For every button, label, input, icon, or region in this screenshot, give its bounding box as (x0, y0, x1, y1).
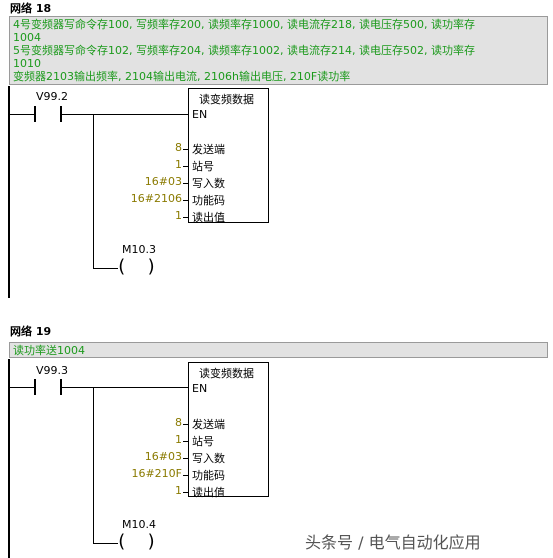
pin-value[interactable]: 16#2106 (130, 192, 182, 205)
pin-value[interactable]: 1 (175, 433, 182, 446)
pin-value[interactable]: 16#03 (144, 450, 182, 463)
pin-name: 站号 (192, 160, 214, 173)
network-19-comment[interactable]: 读功率送1004 (9, 342, 548, 358)
coil-left-paren[interactable]: ( (116, 256, 127, 277)
wire (62, 114, 188, 115)
pin-stub (183, 441, 188, 442)
pin-stub (183, 166, 188, 167)
coil-right-paren[interactable]: ) (146, 256, 157, 277)
wire (10, 387, 34, 388)
pin-stub (183, 475, 188, 476)
pin-stub (183, 458, 188, 459)
coil-address[interactable]: M10.4 (122, 518, 156, 531)
comment-line: 读功率送1004 (13, 344, 85, 357)
contact-right-bar[interactable] (60, 379, 62, 395)
en-pin[interactable]: EN (192, 382, 208, 395)
comment-line: 变频器2103输出频率, 2104输出电流, 2106h输出电压, 210F读功… (13, 70, 351, 83)
contact-left-bar[interactable] (34, 379, 36, 395)
pin-name: 读出值 (192, 486, 225, 499)
wire (93, 268, 118, 269)
power-rail (8, 359, 10, 558)
pin-name: 功能码 (192, 194, 225, 207)
comment-line: 1010 (13, 57, 41, 70)
en-pin[interactable]: EN (192, 108, 208, 121)
coil-address[interactable]: M10.3 (122, 243, 156, 256)
contact-right-bar[interactable] (60, 106, 62, 122)
pin-value[interactable]: 8 (175, 416, 182, 429)
pin-name: 功能码 (192, 469, 225, 482)
coil-right-paren[interactable]: ) (146, 531, 157, 552)
pin-stub (183, 183, 188, 184)
pin-value[interactable]: 1 (175, 158, 182, 171)
contact-address[interactable]: V99.3 (36, 364, 69, 377)
pin-value[interactable]: 1 (175, 484, 182, 497)
pin-name: 发送端 (192, 418, 225, 431)
wire (62, 387, 188, 388)
comment-line: 1004 (13, 31, 41, 44)
pin-name: 读出值 (192, 211, 225, 224)
comment-line: 5号变频器写命令存102, 写频率存204, 读频率存1002, 读电流存214… (13, 44, 475, 57)
read-vfd-block[interactable] (188, 362, 269, 497)
contact-address[interactable]: V99.2 (36, 90, 69, 103)
wire (10, 114, 34, 115)
pin-stub (183, 217, 188, 218)
pin-stub (183, 200, 188, 201)
pin-stub (183, 492, 188, 493)
pin-name: 写入数 (192, 452, 225, 465)
pin-value[interactable]: 16#210F (131, 467, 182, 480)
branch-wire (93, 387, 94, 544)
comment-line: 4号变频器写命令存100, 写频率存200, 读频率存1000, 读电流存218… (13, 18, 475, 31)
network-18-title[interactable]: 网络 18 (10, 2, 52, 15)
pin-name: 站号 (192, 435, 214, 448)
pin-name: 发送端 (192, 143, 225, 156)
pin-value[interactable]: 16#03 (144, 175, 182, 188)
read-vfd-block[interactable] (188, 88, 269, 223)
pin-stub (183, 149, 188, 150)
branch-wire (93, 114, 94, 269)
network-18-comment[interactable]: 4号变频器写命令存100, 写频率存200, 读频率存1000, 读电流存218… (9, 16, 548, 85)
block-title: 读变频数据 (199, 93, 254, 106)
watermark: 头条号 / 电气自动化应用 (305, 533, 481, 552)
pin-value[interactable]: 1 (175, 209, 182, 222)
network-19-title[interactable]: 网络 19 (10, 325, 52, 338)
pin-stub (183, 424, 188, 425)
wire (93, 543, 118, 544)
pin-value[interactable]: 8 (175, 141, 182, 154)
power-rail (8, 86, 10, 298)
contact-left-bar[interactable] (34, 106, 36, 122)
coil-left-paren[interactable]: ( (116, 531, 127, 552)
pin-name: 写入数 (192, 177, 225, 190)
block-title: 读变频数据 (199, 367, 254, 380)
